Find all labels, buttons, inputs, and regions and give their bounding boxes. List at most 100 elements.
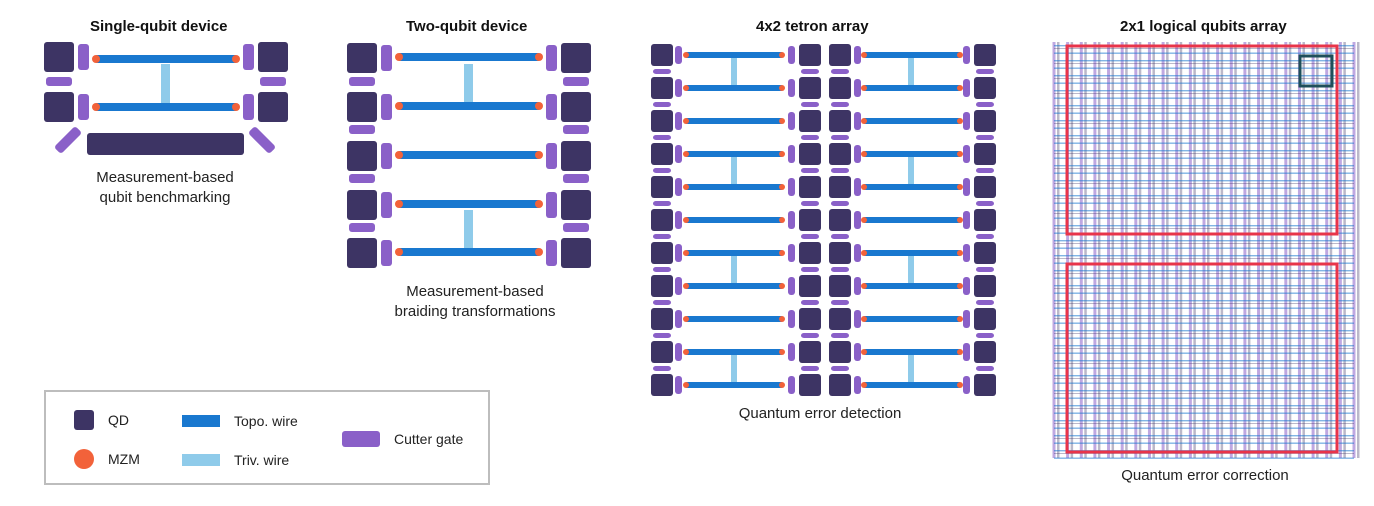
qd-column <box>1179 42 1183 458</box>
topo-wire <box>864 151 960 157</box>
cutter-gate <box>831 69 849 74</box>
topo-wire <box>864 283 960 289</box>
cutter-gate <box>675 310 682 328</box>
dot-row <box>1054 183 1354 184</box>
cutter-column <box>1107 42 1111 458</box>
topo-wire-row <box>1054 255 1354 257</box>
quantum-dot <box>974 110 996 132</box>
quantum-dot <box>974 242 996 264</box>
quantum-dot <box>347 92 377 122</box>
cutter-gate <box>546 192 557 218</box>
two-qubit-caption: Measurement-based braiding transformatio… <box>360 282 590 322</box>
topo-wire-row <box>1054 142 1354 144</box>
cutter-gate <box>976 267 994 272</box>
cutter-gate <box>963 310 970 328</box>
cutter-gate <box>801 267 819 272</box>
cutter-gate <box>963 46 970 64</box>
topo-wire-row <box>1054 202 1354 204</box>
topo-wire-row <box>1054 307 1354 309</box>
topo-wire <box>686 118 782 124</box>
cutter-gate <box>78 44 89 70</box>
cutter-gate <box>976 135 994 140</box>
mzm <box>861 283 867 289</box>
topo-wire-row <box>1054 405 1354 407</box>
qd-swatch <box>74 410 94 430</box>
topo-wire <box>686 250 782 256</box>
quantum-dot <box>561 92 591 122</box>
quantum-dot <box>829 143 851 165</box>
cutter-column <box>1311 42 1315 458</box>
topo-wire <box>686 349 782 355</box>
cutter-gate <box>854 112 861 130</box>
quantum-dot <box>799 143 821 165</box>
topo-wire-row <box>1054 270 1354 272</box>
qd-column <box>1084 42 1087 458</box>
logical-qubits-array-diagram <box>1052 42 1360 459</box>
cutter-gate <box>349 77 375 86</box>
mzm <box>957 382 963 388</box>
dot-row <box>1054 348 1354 349</box>
dot-row <box>1054 123 1354 124</box>
mzm <box>232 103 240 111</box>
cutter-column <box>1229 42 1233 458</box>
mzm <box>957 118 963 124</box>
cutter-gate <box>801 333 819 338</box>
cutter-gate <box>831 366 849 371</box>
cutter-gate <box>854 178 861 196</box>
topo-wire <box>686 184 782 190</box>
quantum-dot <box>799 110 821 132</box>
topo-wire-row <box>1054 195 1354 197</box>
cutter-gate <box>788 244 795 262</box>
triv-wire <box>908 58 914 85</box>
mzm <box>957 283 963 289</box>
quantum-dot <box>974 209 996 231</box>
topo-wire-row <box>1054 210 1354 212</box>
mzm <box>779 349 785 355</box>
topo-wire-row <box>1054 120 1354 122</box>
qd-column <box>1220 42 1224 458</box>
legend-item-cutter: Cutter gate <box>342 431 463 447</box>
logical-qubit-box <box>1065 44 1339 236</box>
cutter-gate <box>831 333 849 338</box>
mzm <box>957 250 963 256</box>
mzm <box>861 316 867 322</box>
topo-wire-row <box>1054 330 1354 332</box>
logical-qubit-box <box>1065 262 1339 454</box>
topo-wire-row <box>1054 345 1354 347</box>
quantum-dot <box>799 77 821 99</box>
qd-column <box>1070 42 1074 458</box>
mzm <box>683 316 689 322</box>
topo-wire-row <box>1054 75 1354 77</box>
cutter-gate <box>46 77 72 86</box>
topo-wire-row <box>1054 420 1354 422</box>
topo-wire-row <box>1054 60 1354 62</box>
mzm <box>535 248 543 256</box>
dot-row <box>1054 138 1354 139</box>
quantum-dot <box>829 77 851 99</box>
triv-wire <box>908 157 914 184</box>
mzm <box>395 53 403 61</box>
tetron-caption-line1: Quantum error detection <box>738 405 902 422</box>
dot-row <box>1054 243 1354 244</box>
mzm <box>683 283 689 289</box>
cutter-gate <box>831 267 849 272</box>
cutter-gate <box>854 343 861 361</box>
topo-wire-row <box>1054 82 1354 84</box>
mzm <box>779 283 785 289</box>
cutter-gate <box>976 234 994 239</box>
dot-row <box>1054 393 1354 394</box>
topo-wire-row <box>1054 457 1354 459</box>
cutter-gate <box>381 240 392 266</box>
cutter-gate <box>788 211 795 229</box>
quantum-dot <box>651 176 673 198</box>
topo-wire <box>399 200 539 208</box>
topo-wire-row <box>1054 247 1354 249</box>
topo-wire-row <box>1054 165 1354 167</box>
logical-caption-line1: Quantum error correction <box>1121 467 1289 484</box>
dot-row <box>1054 228 1354 229</box>
dot-row <box>1054 363 1354 364</box>
quantum-dot <box>561 43 591 73</box>
dot-row <box>1054 423 1354 424</box>
mzm <box>779 118 785 124</box>
topo-wire-row <box>1054 225 1354 227</box>
